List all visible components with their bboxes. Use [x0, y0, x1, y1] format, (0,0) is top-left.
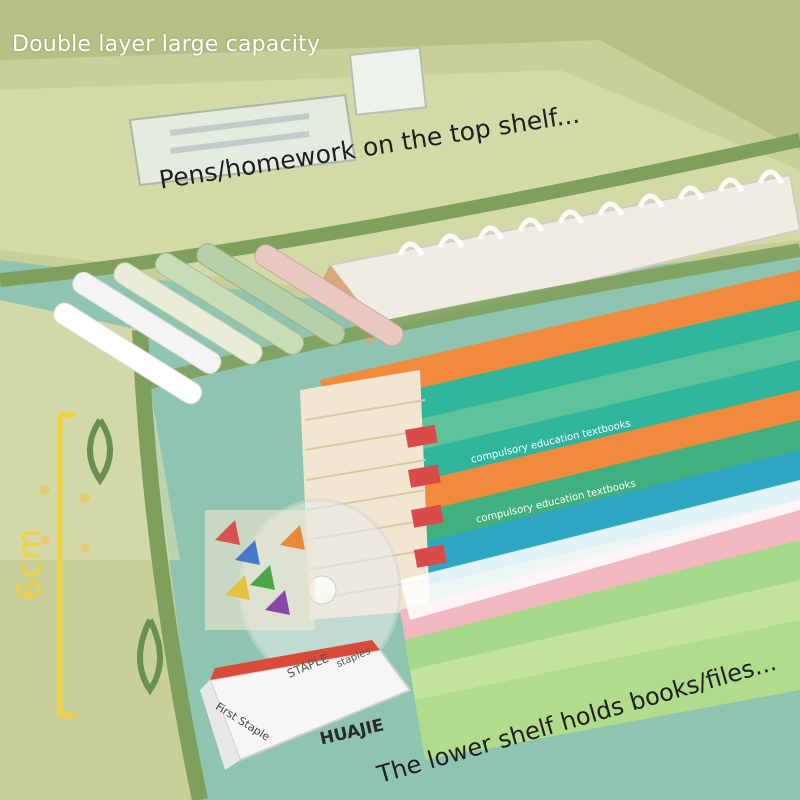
colored-pencils	[205, 510, 315, 630]
lower-mesh-layer	[0, 300, 208, 800]
staple-box	[200, 640, 412, 770]
height-caption: 6cm	[10, 527, 48, 600]
headline-caption: Double layer large capacity	[12, 32, 321, 57]
height-bracket	[57, 412, 75, 718]
textbook-stack	[300, 270, 800, 760]
pens	[53, 243, 404, 405]
zipper-pulls	[87, 418, 163, 696]
